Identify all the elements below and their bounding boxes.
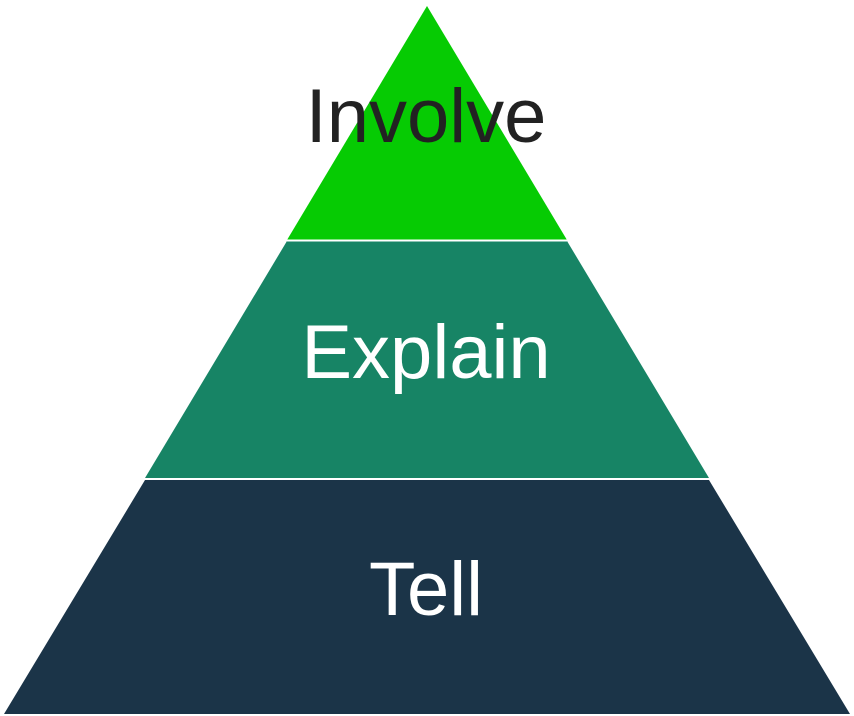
tier-tell bbox=[4, 480, 850, 714]
tier-explain bbox=[145, 241, 709, 478]
tier-label-involve: Involve bbox=[306, 74, 547, 159]
tier-label-explain: Explain bbox=[301, 310, 550, 395]
tier-label-tell: Tell bbox=[369, 547, 483, 632]
tier-involve bbox=[287, 6, 567, 240]
